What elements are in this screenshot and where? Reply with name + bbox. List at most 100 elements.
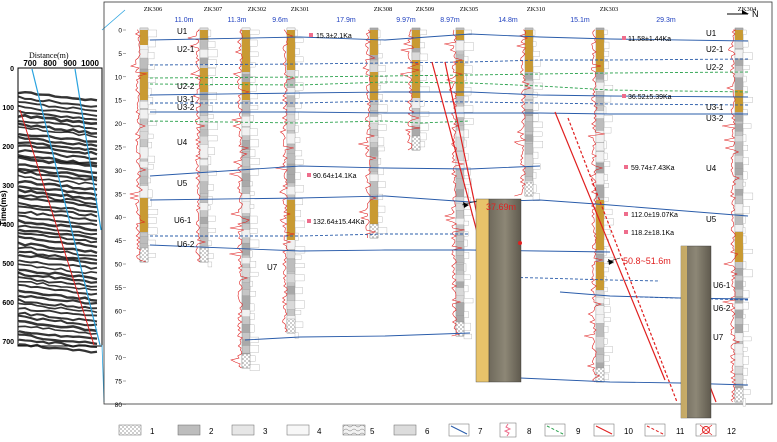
legend-label: 8	[527, 427, 532, 436]
lithology-layer	[199, 227, 209, 237]
lithology-layer	[595, 118, 605, 133]
grain-size-step	[419, 132, 427, 141]
grain-size-step	[249, 39, 258, 47]
grain-size-step	[207, 78, 213, 86]
grain-size-step	[294, 287, 303, 295]
seismic-reflector	[18, 104, 98, 117]
lithology-layer	[286, 273, 296, 283]
grain-size-step	[147, 177, 151, 184]
sand-layer	[525, 30, 533, 72]
grain-size-step	[603, 326, 609, 333]
grain-size-step	[742, 86, 748, 94]
grain-size-step	[207, 114, 214, 119]
age-label: 11.58±1.44Ka	[628, 36, 671, 43]
grain-size-step	[207, 41, 216, 48]
grain-size-step	[742, 29, 747, 35]
resistivity-log	[129, 29, 147, 263]
grain-size-step	[742, 227, 746, 234]
grain-size-step	[207, 156, 212, 165]
grain-size-step	[463, 311, 469, 318]
seismic-reflector	[17, 169, 98, 182]
grain-size-step	[463, 209, 472, 216]
spacing-label: 9.6m	[272, 17, 288, 24]
seismic-reflector	[18, 232, 98, 244]
lithology-layer	[286, 186, 296, 195]
lithology-layer	[199, 216, 209, 224]
lithology-layer	[139, 131, 149, 140]
grain-size-step	[207, 170, 217, 176]
grain-size-step	[294, 220, 305, 228]
grain-size-step	[742, 206, 750, 214]
unit-label: U7	[713, 333, 724, 342]
borehole-name: ZK306	[144, 6, 163, 13]
legend-swatch-6	[393, 424, 417, 436]
seismic-reflector	[17, 241, 98, 255]
grain-size-step	[742, 379, 747, 386]
grain-size-step	[603, 29, 608, 35]
seismic-reflector	[17, 153, 98, 165]
seismic-xtick: 700	[23, 59, 37, 68]
seismic-reflector	[17, 144, 98, 156]
grain-size-step	[603, 183, 609, 188]
fault-zk303-a	[554, 111, 666, 381]
boundary-u1-u2	[149, 33, 749, 42]
grain-size-step	[294, 198, 303, 206]
spacing-label: 17.9m	[336, 17, 356, 24]
grain-size-step	[207, 261, 213, 268]
age-label: 112.0±19.07Ka	[631, 212, 678, 219]
lithology-layer	[455, 40, 465, 51]
seismic-reflector	[17, 163, 98, 175]
grain-size-step	[742, 261, 747, 269]
grain-size-step	[377, 114, 382, 121]
grain-size-step	[147, 209, 159, 215]
lithology-layer	[455, 255, 465, 263]
seismic-reflector	[18, 263, 98, 275]
grain-size-step	[463, 333, 472, 340]
grain-size-step	[294, 150, 303, 157]
lithology-layer	[595, 142, 605, 151]
seismic-reflector	[17, 338, 98, 348]
grain-size-step	[463, 263, 467, 272]
grain-size-step	[294, 56, 304, 63]
seismic-reflector	[18, 224, 98, 236]
seismic-fault-line	[19, 109, 95, 346]
seismic-reflector	[17, 187, 98, 202]
grain-size-step	[147, 239, 156, 246]
grain-size-step	[294, 172, 301, 180]
spacing-row: 11.0m 11.3m 9.6m 17.9m 9.97m 8.97m 14.8m…	[175, 17, 676, 24]
boundary-u3-green	[149, 120, 471, 124]
sand-layer	[140, 30, 148, 45]
spacing-label: 11.0m	[175, 17, 194, 24]
lithology-layer	[734, 332, 744, 342]
grain-size-step	[249, 280, 253, 287]
grain-size-step	[463, 129, 469, 139]
borehole-column	[187, 27, 218, 268]
lithology-layer	[241, 140, 251, 150]
grain-size-step	[294, 232, 299, 241]
grain-size-step	[207, 228, 216, 233]
grain-size-step	[532, 41, 537, 47]
lithology-layer	[369, 122, 379, 130]
boundary-u2-green-2	[149, 81, 749, 93]
seismic-reflector	[17, 180, 98, 191]
fault-zk303-b	[567, 117, 678, 403]
lithology-layer	[199, 159, 209, 166]
borehole-name: ZK509	[416, 6, 434, 13]
grain-size-step	[463, 252, 470, 259]
grain-size-step	[532, 72, 541, 80]
seismic-reflector	[17, 195, 98, 209]
grain-size-step	[742, 324, 749, 332]
depth-tick-label: 25	[115, 145, 123, 152]
lithology-layer	[734, 135, 744, 143]
depth-tick-label: 65	[115, 332, 123, 339]
lithology-layer	[286, 153, 296, 164]
grain-size-step	[249, 139, 259, 148]
grain-size-step	[377, 76, 387, 84]
grain-size-step	[249, 303, 255, 312]
seismic-reflector	[17, 167, 98, 180]
lithology-layer	[199, 202, 209, 211]
sand-layer	[287, 200, 295, 240]
lithology-layer	[595, 297, 605, 304]
grain-size-step	[147, 121, 157, 126]
lithology-layer	[369, 159, 379, 172]
